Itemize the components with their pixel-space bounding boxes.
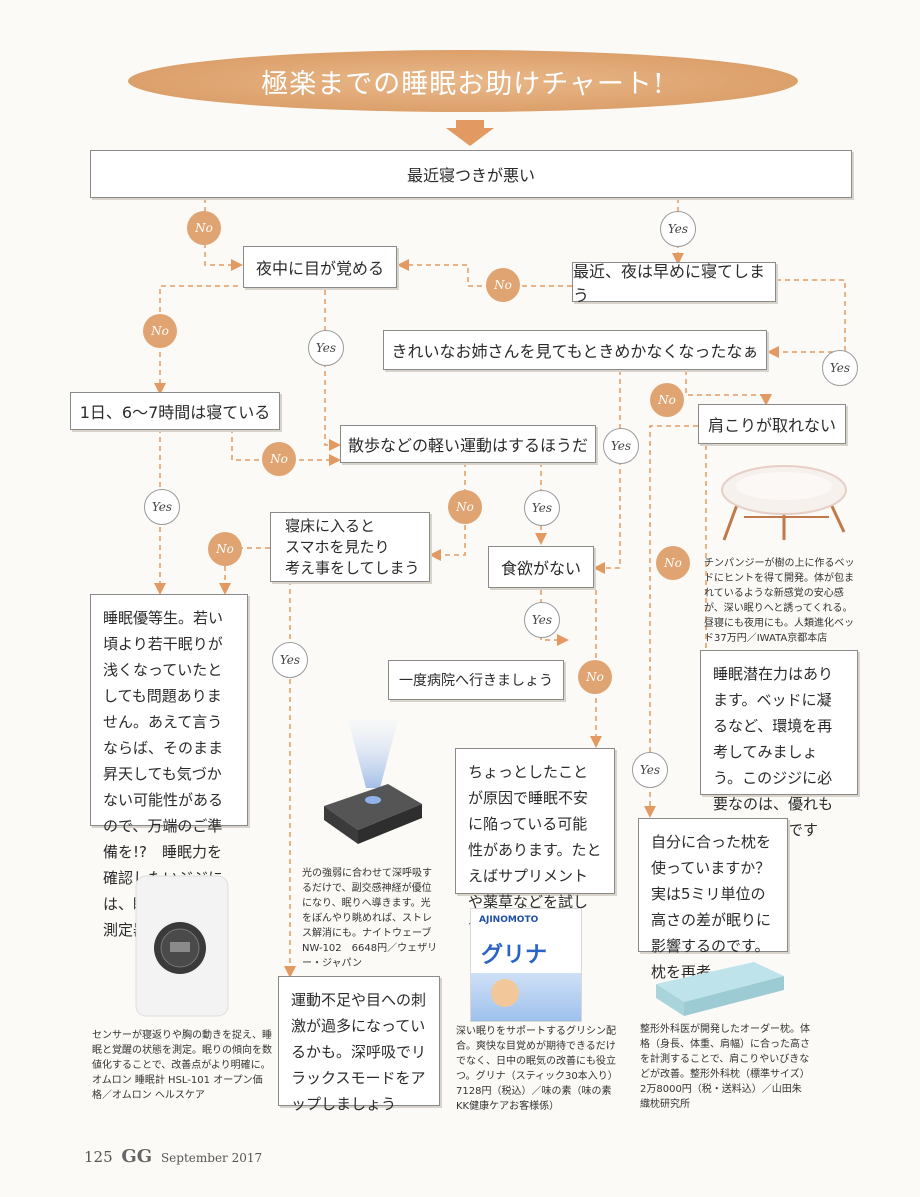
bed-caption: チンパンジーが樹の上に作るベッドにヒントを得て開発。体が包まれているような新感覚… — [704, 558, 855, 644]
glycine-label: グリナ — [481, 943, 548, 968]
glycine-brand: AJINOMOTO — [479, 915, 539, 925]
no-badge: No — [208, 532, 242, 566]
result-relax-mode: 運動不足や目への刺激が過多になっているかも。深呼吸でリラックスモードをアップしま… — [278, 976, 440, 1113]
no-badge: No — [187, 211, 221, 245]
no-badge: No — [578, 660, 612, 694]
sleep-sensor-caption: センサーが寝返りや胸の動きを捉え、睡眠と覚醒の状態を測定。眠りの傾向を数値化する… — [92, 1030, 272, 1101]
no-badge: No — [262, 442, 296, 476]
pillow-caption: 整形外科医が開発したオーダー枕。体格（身長、体重、肩幅）に合った高さを計測するこ… — [640, 1024, 810, 1110]
question-sleep-early: 最近、夜は早めに寝てしまう — [572, 262, 776, 305]
yes-badge: Yes — [524, 490, 560, 526]
yes-badge: Yes — [524, 602, 560, 638]
no-badge: No — [448, 490, 482, 524]
yes-badge: Yes — [660, 211, 696, 247]
yes-badge: Yes — [603, 428, 639, 464]
light-device-caption: 光の強弱に合わせて深呼吸するだけで、副交感神経が優位になり、眠りへ導きます。光を… — [302, 868, 438, 969]
question-smartphone-in-bed: 寝床に入ると スマホを見たり 考え事をしてしまう — [270, 512, 430, 582]
yes-badge: Yes — [272, 642, 308, 678]
yes-badge: Yes — [144, 489, 180, 525]
chart-title: 極楽までの睡眠お助けチャート! — [128, 50, 798, 112]
chart-title-text: 極楽までの睡眠お助けチャート! — [261, 68, 665, 100]
no-badge: No — [143, 314, 177, 348]
issue-date: September 2017 — [160, 1151, 263, 1165]
question-light-exercise: 散歩などの軽い運動はするほうだ — [340, 425, 596, 463]
page-number: 125 — [84, 1148, 113, 1166]
result-rethink-environment: 睡眠潜在力はあります。ベッドに凝るなど、環境を再考してみましょう。このジジに必要… — [700, 650, 858, 839]
yes-badge: Yes — [632, 752, 668, 788]
question-no-appetite: 食欲がない — [488, 546, 594, 588]
no-badge: No — [656, 546, 690, 580]
question-sleep-onset: 最近寝つきが悪い — [90, 150, 852, 198]
result-go-to-hospital: 一度病院へ行きましょう — [388, 660, 564, 700]
bed-image — [721, 465, 847, 541]
yes-badge: Yes — [822, 350, 858, 386]
result-good-sleeper: 睡眠優等生。若い頃より若干眠りが浅くなっていたとしても問題ありません。あえて言う… — [90, 594, 248, 939]
question-stiff-shoulders: 肩こりが取れない — [698, 404, 846, 444]
glycine-caption: 深い眠りをサポートするグリシン配合。爽快な目覚めが期待できるだけでなく、日中の眠… — [456, 1026, 618, 1112]
page-footer: 125 GG September 2017 — [84, 1146, 262, 1167]
glycine-box-image: AJINOMOTO グリナ — [470, 908, 582, 1022]
yes-badge: Yes — [308, 330, 344, 366]
light-device-image — [324, 720, 422, 844]
question-sleep-hours: 1日、6～7時間は寝ている — [70, 392, 280, 430]
no-badge: No — [650, 383, 684, 417]
magazine-logo: GG — [121, 1146, 153, 1167]
question-no-thrill: きれいなお姉さんを見てもときめかなくなったなぁ — [383, 330, 767, 370]
no-badge: No — [486, 268, 520, 302]
result-try-supplements: ちょっとしたことが原因で睡眠不安に陥っている可能性があります。たとえばサプリメン… — [455, 748, 615, 937]
pillow-image — [656, 962, 784, 1016]
result-rethink-pillow: 自分に合った枕を使っていますか？実は5ミリ単位の高さの差が眠りに影響するのです。… — [638, 818, 788, 981]
question-wake-at-night: 夜中に目が覚める — [243, 246, 397, 288]
sleep-sensor-image — [135, 875, 229, 1017]
